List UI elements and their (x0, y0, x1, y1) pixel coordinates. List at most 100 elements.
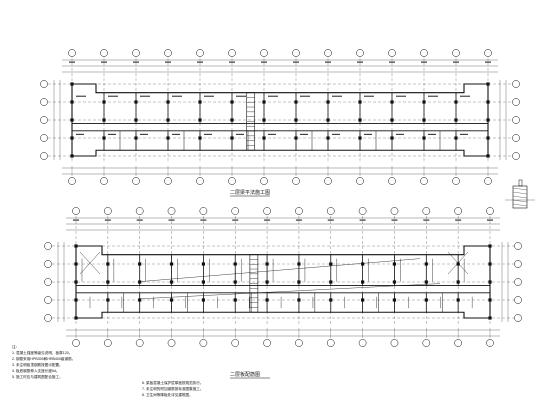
detail-hatch (512, 199, 528, 203)
grid-bubble-top (100, 49, 108, 57)
beam-annotation (108, 95, 118, 97)
detail-hatch (512, 191, 528, 195)
dimension-text-mark (168, 219, 175, 221)
dimension-text-mark (136, 219, 143, 221)
grid-bubble-bottom (326, 339, 335, 347)
grid-bubble-top (103, 207, 112, 215)
grid-bubble-top (68, 49, 76, 57)
grid-bubble-right (514, 296, 522, 304)
structural-column (488, 298, 492, 302)
dimension-text-mark (229, 61, 235, 63)
beam-annotation (300, 133, 308, 135)
structural-column (488, 280, 492, 284)
structural-column (262, 100, 266, 104)
beam-annotation (268, 95, 278, 97)
grid-bubble-bottom (420, 177, 428, 185)
structural-column (134, 118, 138, 122)
structural-column (169, 298, 174, 302)
dimension-text-mark (421, 61, 427, 63)
top-floor-plan (40, 49, 520, 197)
grid-bubble-right (512, 80, 520, 88)
grid-bubble-left (44, 260, 52, 268)
dimension-text-mark (104, 219, 111, 221)
dimension-text-mark (391, 219, 398, 221)
structural-column (486, 136, 490, 140)
beam-annotation (300, 95, 310, 97)
grid-bubble-bottom (454, 339, 463, 347)
grid-bubble-bottom (167, 339, 176, 347)
structural-column (361, 280, 365, 284)
structural-column (297, 280, 301, 284)
grid-bubble-left (44, 314, 52, 322)
grid-bubble-right (512, 152, 520, 160)
grid-bubble-bottom (260, 177, 268, 185)
grid-bubble-top (292, 49, 300, 57)
grid-bubble-bottom (358, 339, 367, 347)
grid-bubble-top (199, 207, 208, 215)
structural-column (198, 100, 202, 104)
structural-column (198, 118, 202, 122)
side-detail-section (505, 179, 535, 209)
grid-bubble-top (263, 207, 271, 215)
structural-column (74, 316, 78, 320)
structural-column (106, 280, 110, 284)
structural-column (233, 280, 237, 284)
grid-bubble-top (231, 207, 240, 215)
structural-column (201, 280, 205, 284)
grid-bubble-right (512, 134, 520, 142)
slab-rebar-line (139, 258, 421, 282)
grid-bubble-bottom (484, 177, 492, 185)
structural-column (456, 280, 460, 284)
structural-column (102, 136, 106, 140)
structural-column (488, 244, 492, 248)
grid-bubble-bottom (388, 177, 396, 185)
grid-bubble-top (260, 49, 268, 57)
structural-column (106, 262, 110, 266)
general-notes-right: 6. 梁板混凝土保护层厚度按规范执行。 7. 未注明的附加钢筋按标准图集施工。 … (142, 380, 204, 398)
structural-column (297, 298, 301, 302)
grid-bubble-top (228, 49, 236, 57)
structural-column (329, 262, 333, 266)
opening-cross (447, 251, 469, 275)
structural-column (486, 82, 490, 86)
grid-bubble-top (132, 49, 140, 57)
structural-column (233, 262, 237, 266)
grid-bubble-bottom (263, 339, 271, 347)
beam-annotation (140, 133, 148, 135)
note-line: 7. 未注明的附加钢筋按标准图集施工。 (142, 387, 204, 391)
grid-bubble-left (40, 116, 48, 124)
grid-bubble-bottom (324, 177, 332, 185)
beam-annotation (204, 133, 212, 135)
dimension-text-mark (359, 219, 366, 221)
structural-column (106, 298, 110, 302)
grid-bubble-bottom (228, 177, 236, 185)
beam-annotation (332, 133, 340, 135)
dimension-text-mark (165, 61, 171, 63)
note-line: 3. 未注明板顶钢筋按图示配置。 (12, 363, 63, 367)
structural-column (198, 136, 202, 140)
structural-column (233, 298, 237, 302)
dimension-text-mark (357, 61, 363, 63)
structural-column (326, 136, 330, 140)
bottom-floor-plan (44, 207, 522, 379)
structural-column (230, 118, 234, 122)
structural-column (262, 118, 266, 122)
structural-column (326, 100, 330, 104)
structural-column (329, 298, 333, 302)
structural-column (265, 280, 269, 284)
dimension-text-mark (197, 61, 203, 63)
beam-annotation (172, 133, 180, 135)
dimension-text-mark (487, 219, 493, 221)
structural-column (422, 136, 426, 140)
dimension-text-mark (200, 219, 207, 221)
grid-bubble-right (512, 116, 520, 124)
grid-bubble-left (44, 278, 52, 286)
grid-bubble-bottom (164, 177, 172, 185)
detail-hatch (512, 203, 528, 207)
grid-bubble-right (512, 98, 520, 106)
grid-bubble-bottom (196, 177, 204, 185)
grid-bubble-bottom (100, 177, 108, 185)
general-notes: 注： 1. 混凝土强度等级见说明，板厚120。 2. 钢筋采用HPB300和HR… (12, 344, 75, 380)
dimension-text-mark (101, 61, 107, 63)
